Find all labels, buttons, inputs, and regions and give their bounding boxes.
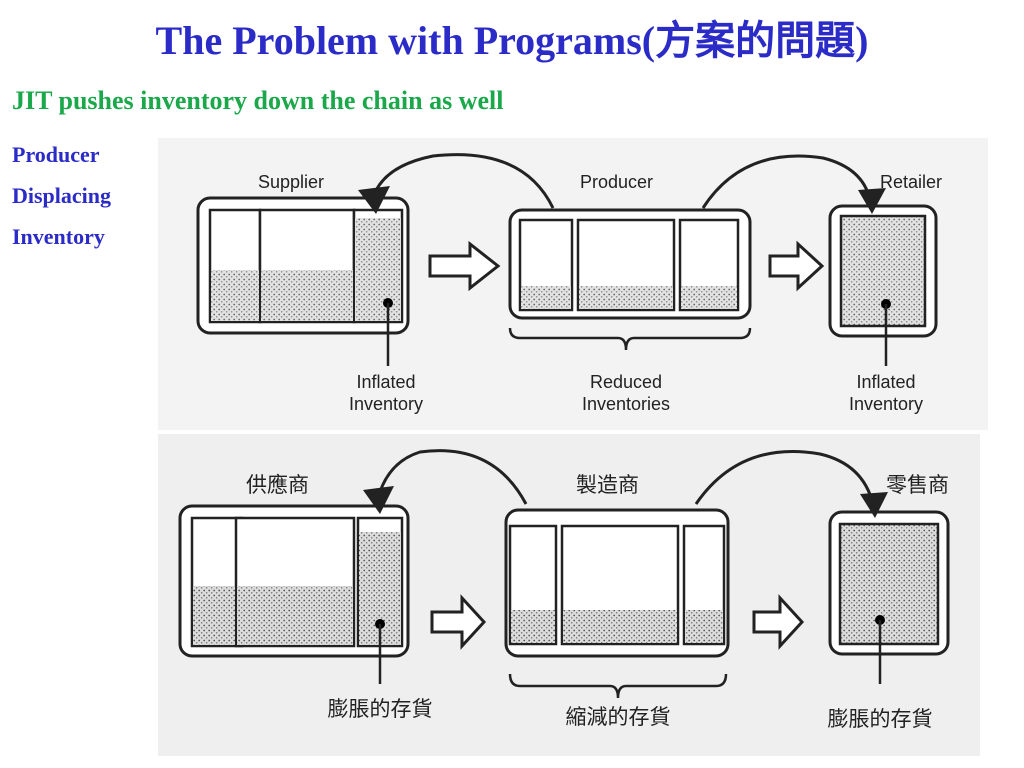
curved-arrow-icon	[371, 153, 555, 209]
supplier-building	[178, 504, 410, 684]
label-inflated-left: 膨脹的存貨	[328, 697, 433, 721]
flow-arrow-icon	[428, 240, 501, 292]
curved-arrow-icon	[701, 154, 872, 209]
producer-building	[508, 208, 752, 351]
label-retailer: Retailer	[880, 172, 942, 192]
retailer-building	[828, 510, 950, 684]
label-producer: Producer	[580, 172, 653, 192]
producer-building	[504, 508, 730, 699]
curved-arrow-icon	[694, 450, 875, 505]
sidebar-list: Producer Displacing Inventory	[12, 134, 152, 257]
flow-arrow-icon	[752, 594, 805, 650]
slide-subtitle: JIT pushes inventory down the chain as w…	[12, 86, 504, 115]
label-inflated-right-1: Inflated	[856, 372, 915, 392]
retailer-building	[828, 204, 938, 366]
label-retailer: 零售商	[886, 473, 949, 497]
sidebar-item-displacing: Displacing	[12, 183, 112, 208]
flow-arrow-icon	[430, 594, 487, 650]
label-inflated-right: 膨脹的存貨	[828, 707, 933, 731]
label-reduced: 縮減的存貨	[566, 705, 671, 729]
chinese-inventory-diagram: 供應商 製造商 零售商 膨脹的存貨 縮減的存貨 膨脹的存貨	[158, 434, 980, 756]
label-reduced-2: Inventories	[582, 394, 670, 414]
label-inflated-left-1: Inflated	[356, 372, 415, 392]
label-inflated-right-2: Inventory	[849, 394, 923, 414]
curved-arrow-icon	[376, 449, 528, 505]
label-reduced-1: Reduced	[590, 372, 662, 392]
slide-title: The Problem with Programs(方案的問題)	[155, 18, 869, 63]
flow-arrow-icon	[768, 240, 825, 292]
sidebar-item-inventory: Inventory	[12, 224, 105, 249]
label-inflated-left-2: Inventory	[349, 394, 423, 414]
supplier-building	[196, 196, 410, 366]
label-supplier: 供應商	[246, 473, 309, 497]
label-producer: 製造商	[576, 473, 639, 497]
label-supplier: Supplier	[258, 172, 324, 192]
sidebar-item-producer: Producer	[12, 142, 100, 167]
english-inventory-diagram: Supplier Producer Retailer Inflated Inve…	[158, 138, 988, 430]
